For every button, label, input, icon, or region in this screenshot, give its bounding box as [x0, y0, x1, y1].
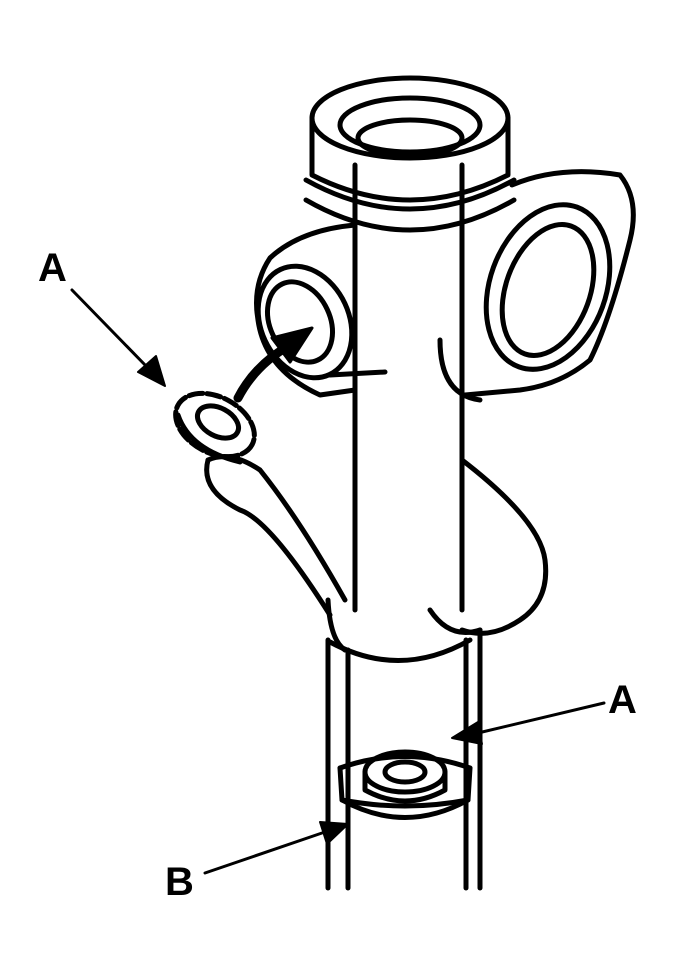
- callout-label-a-right: A: [608, 678, 637, 722]
- washer-b: [337, 754, 473, 820]
- callout-label-a-left: A: [38, 246, 67, 290]
- seal-a-upper: [173, 390, 257, 465]
- callout-label-b: B: [165, 860, 194, 904]
- valve-body: [204, 75, 636, 653]
- leader-arrow-b: [203, 821, 349, 875]
- seal-a-lower: [362, 749, 448, 804]
- leader-arrow-a-left: [70, 288, 166, 387]
- leader-arrow-a-right: [451, 701, 606, 745]
- install-arrow: [233, 326, 314, 403]
